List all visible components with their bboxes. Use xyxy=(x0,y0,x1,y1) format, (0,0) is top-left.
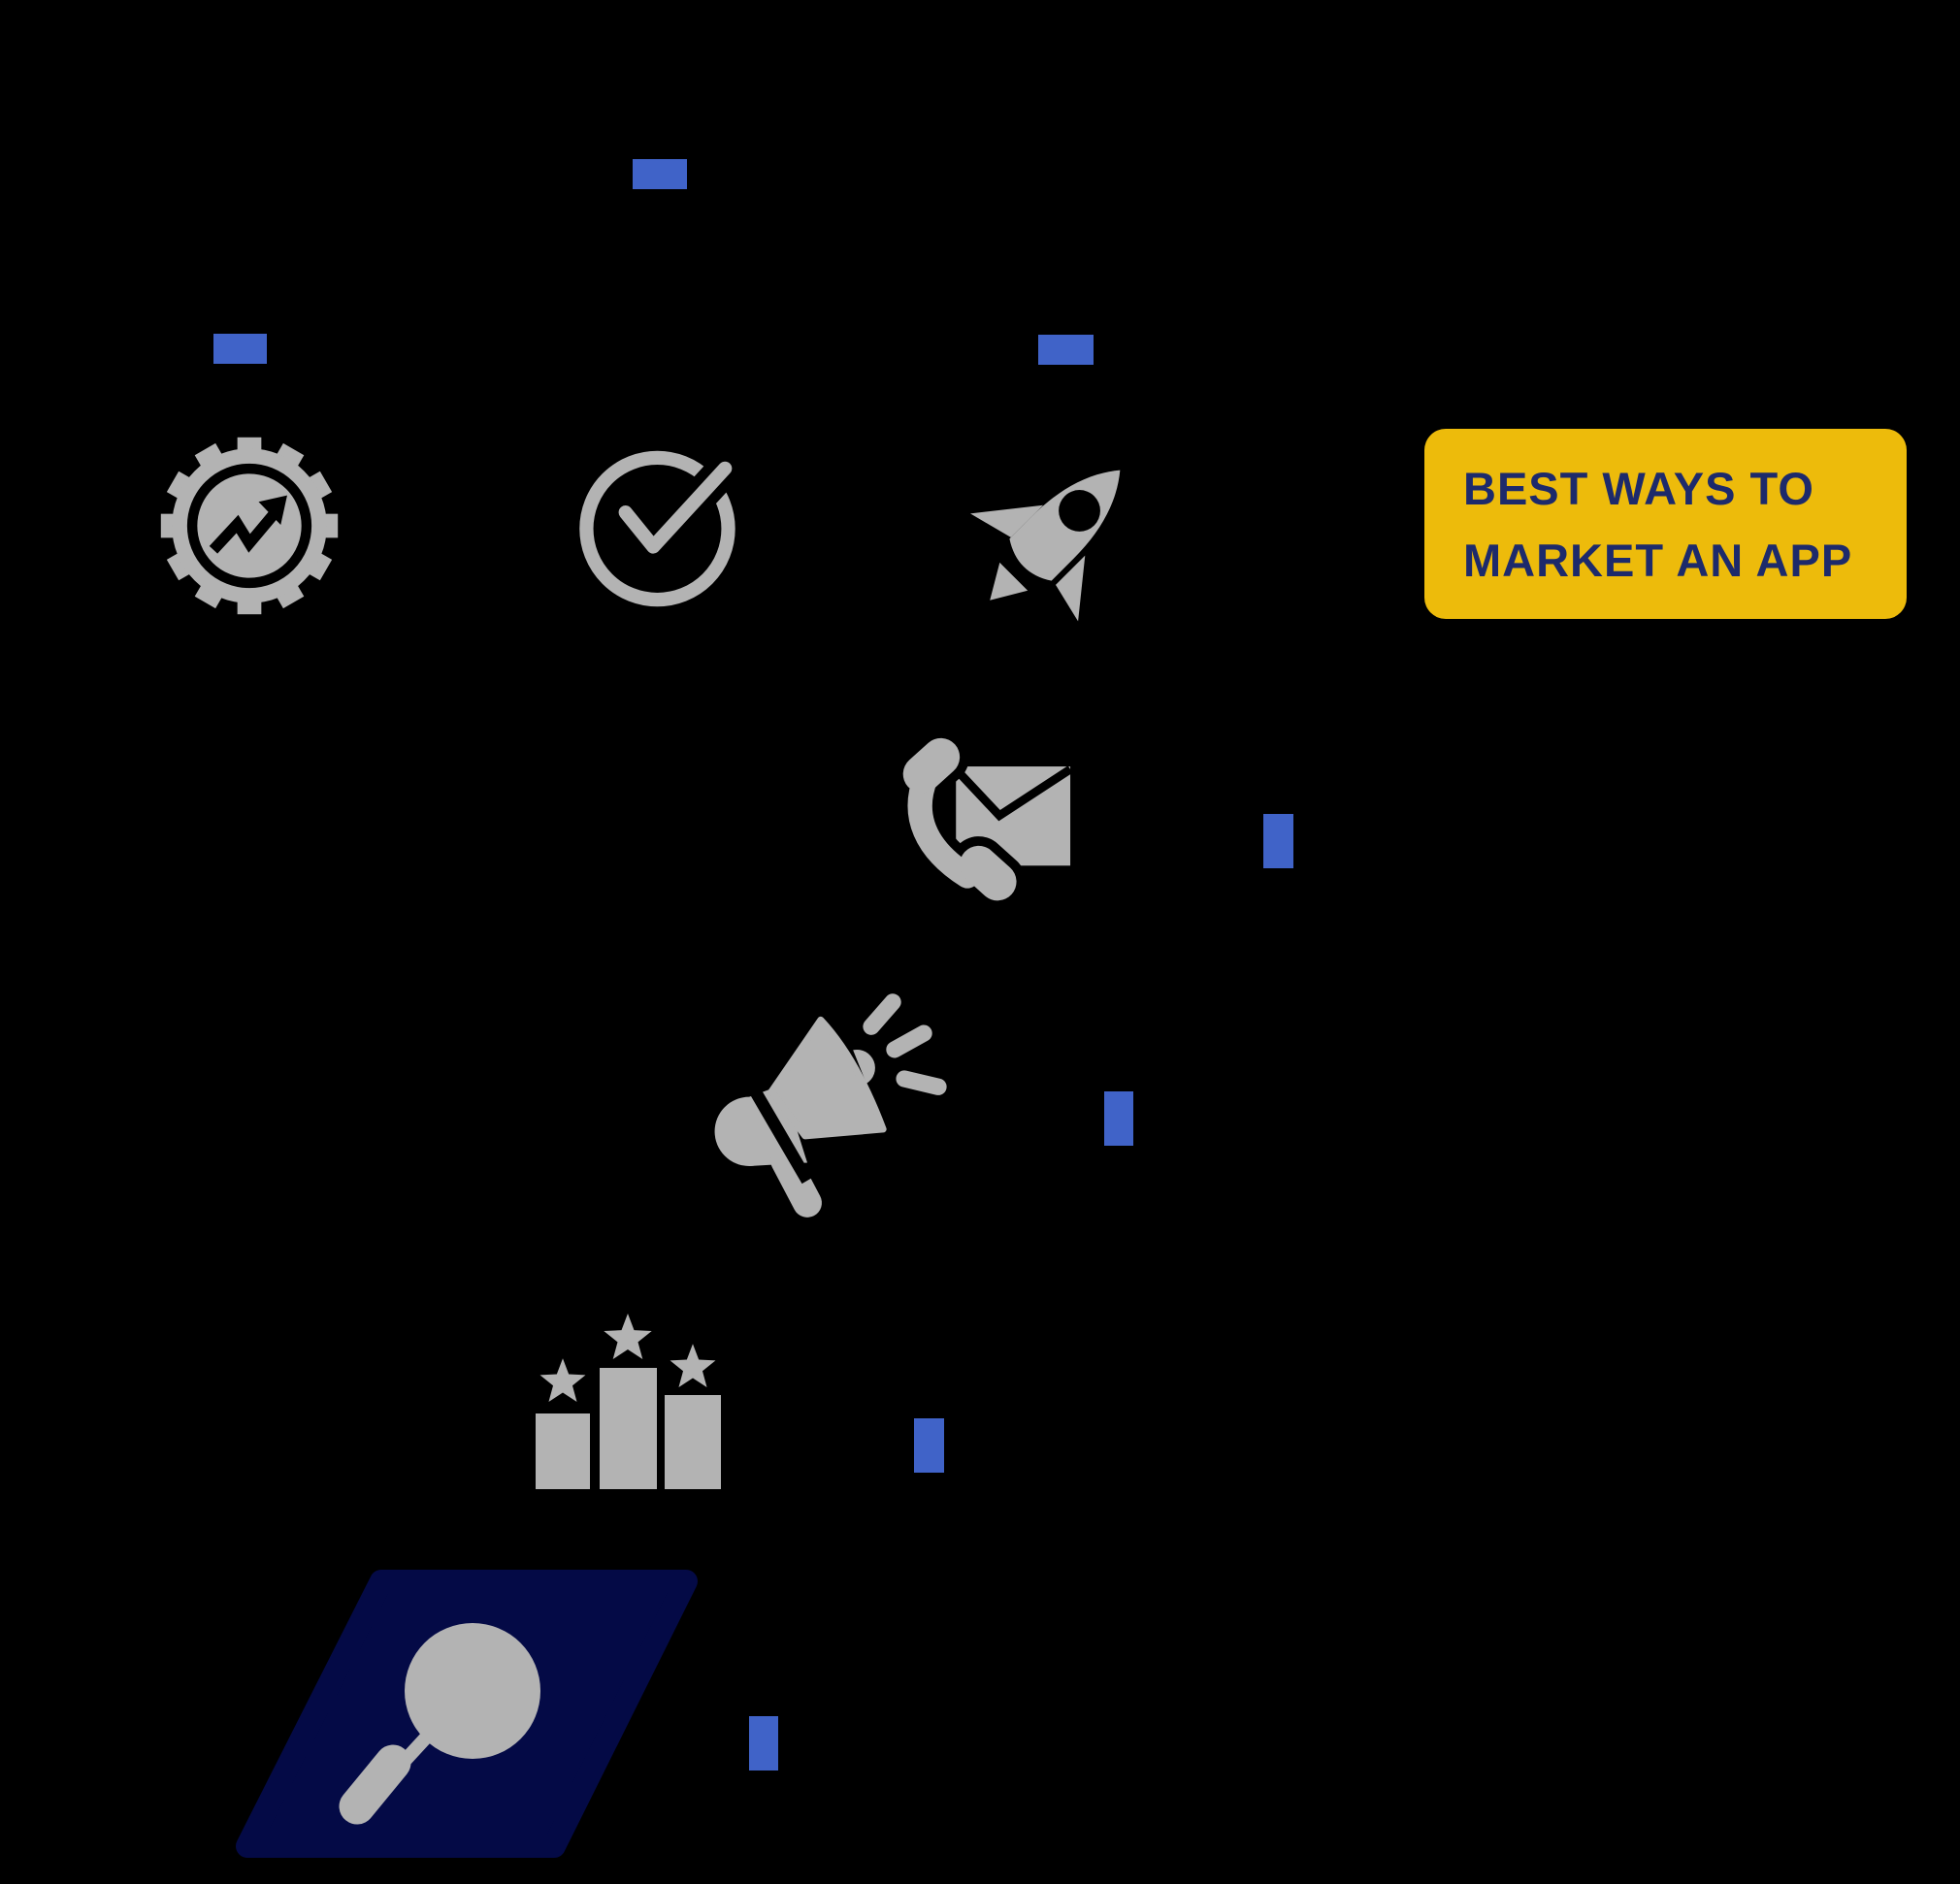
accent-marker xyxy=(749,1716,778,1770)
rocket-icon xyxy=(970,470,1121,622)
accent-marker xyxy=(1038,335,1094,365)
title-line-2: MARKET AN APP xyxy=(1463,535,1853,586)
check-circle-icon xyxy=(579,450,742,607)
accent-marker xyxy=(633,159,687,189)
search-magnifier-icon xyxy=(236,1570,698,1858)
podium-stars-icon xyxy=(536,1314,721,1489)
title-badge: BEST WAYS TO MARKET AN APP xyxy=(1424,429,1907,619)
gear-growth-icon xyxy=(160,437,339,615)
phone-email-icon xyxy=(893,729,1073,911)
accent-marker xyxy=(213,334,267,364)
title-line-1: BEST WAYS TO xyxy=(1463,463,1814,514)
accent-marker xyxy=(1104,1091,1133,1146)
accent-marker xyxy=(914,1418,944,1473)
accent-marker xyxy=(1263,814,1293,868)
megaphone-icon xyxy=(714,993,947,1218)
